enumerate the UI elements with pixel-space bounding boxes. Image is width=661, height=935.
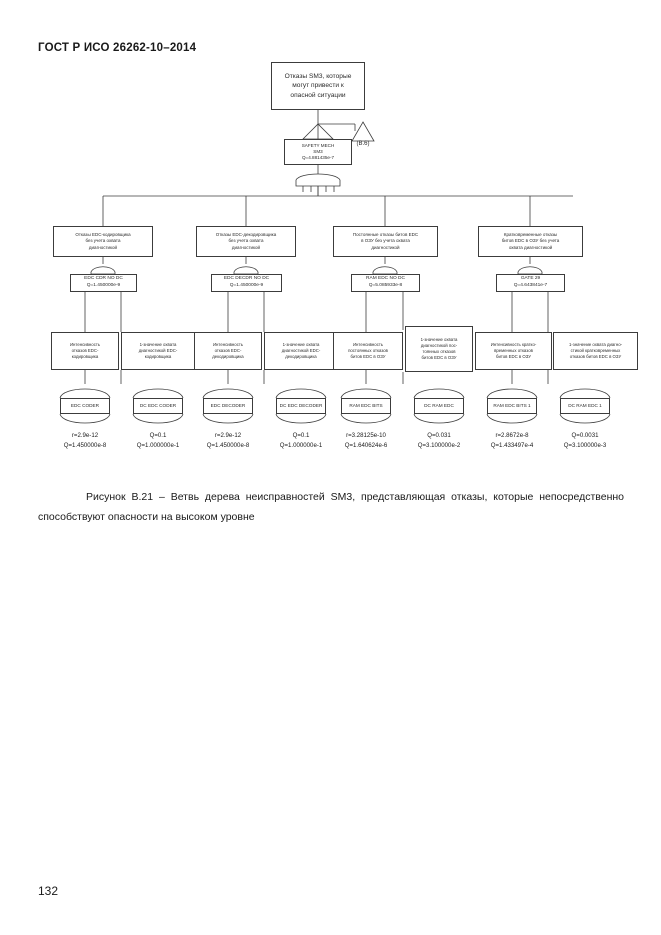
basic-event-2: DC EDC CODER [133,398,183,414]
q-value-6: Q=3.100000e-2 [417,441,461,449]
basic-event-4: DC EDC DECODER [276,398,326,414]
basic-event-value-1: r=2.9e-12 Q=1.450000e-8 [45,431,125,450]
basic-event-3: EDC DECODER [203,398,253,414]
q-value-5: Q=1.640624e-6 [344,441,388,449]
description-box-3: Интенсивность отказов EDC- декодировщика [194,332,262,370]
description-box-6: 1-значение охвата диагностикой пос- тоян… [405,326,473,372]
basic-event-6: DC RAM EDC [414,398,464,414]
rate-value-4: Q=0.1 [292,432,310,439]
intermediate-event-box-2: Отказы EDC-декодировщика без учета охват… [196,226,296,257]
description-box-5: Интенсивность постоянных отказов битов E… [333,332,403,370]
rate-value-6: Q=0.031 [427,432,451,439]
basic-event-value-7: r=2.8672e-8 Q=1.433497e-4 [472,431,552,450]
basic-event-7: RAM EDC BITS 1 [487,398,537,414]
figure-caption-line-1: Рисунок В.21 – Ветвь дерева неисправност… [86,491,488,503]
sub-gate-box-1: EDC CDR NO DC Q=1.450000e-9 [70,274,137,292]
description-box-8: 1-значение охвата диагно- стикой кратков… [553,332,638,370]
basic-event-value-3: r=2.9e-12 Q=1.450000e-8 [188,431,268,450]
intermediate-event-box-3: Постоянные отказы битов EDC в ОЗУ без уч… [333,226,438,257]
description-box-1: Интенсивность отказов EDC- кодировщика [51,332,119,370]
basic-event-8: DC RAM EDC 1 [560,398,610,414]
rate-value-1: r=2.9e-12 [71,432,99,439]
top-event-box: Отказы SM3, которые могут привести к опа… [271,62,365,110]
basic-event-value-8: Q=0.0031 Q=3.100000e-3 [545,431,625,450]
basic-event-value-6: Q=0.031 Q=3.100000e-2 [399,431,479,450]
intermediate-event-box-4: Кратковременные отказы битов EDC в ОЗУ б… [478,226,583,257]
description-box-4: 1-значение охвата диагностикой EDC- деко… [264,332,338,370]
basic-event-value-2: Q=0.1 Q=1.000000e-1 [118,431,198,450]
main-gate-box: SAFETY MECH SM3 Q=4.881435e-7 [284,139,352,165]
standard-header: ГОСТ Р ИСО 26262-10–2014 [38,42,197,54]
q-value-3: Q=1.450000e-8 [206,441,250,449]
fault-tree-diagram: Отказы SM3, которые могут привести к опа… [45,62,638,450]
transfer-triangle-label: (В.6) [356,141,370,147]
sub-gate-box-3: RAM EDC NO DC Q=5.085933e-8 [351,274,420,292]
sub-gate-box-4: GATE 29 Q=4.643841e-7 [496,274,565,292]
figure-caption-line-2: которые непосредственно способствуют опа… [38,491,625,523]
sub-gate-box-2: EDC DECDR NO DC Q=1.450000e-9 [211,274,282,292]
page-number: 132 [38,884,59,898]
basic-event-value-5: r=3.28125e-10 Q=1.640624e-6 [326,431,406,450]
basic-event-value-4: Q=0.1 Q=1.000000e-1 [261,431,341,450]
q-value-4: Q=1.000000e-1 [279,441,323,449]
description-box-2: 1-значение охвата диагностикой EDC- коди… [121,332,195,370]
basic-event-5: RAM EDC BITS [341,398,391,414]
basic-event-1: EDC CODER [60,398,110,414]
rate-value-5: r=3.28125e-10 [346,432,386,439]
q-value-7: Q=1.433497e-4 [490,441,534,449]
rate-value-8: Q=0.0031 [571,432,599,439]
intermediate-event-box-1: Отказы EDC-кодировщика без учета охвата … [53,226,153,257]
rate-value-2: Q=0.1 [149,432,167,439]
q-value-2: Q=1.000000e-1 [136,441,180,449]
rate-value-3: r=2.9e-12 [214,432,242,439]
q-value-1: Q=1.450000e-8 [63,441,107,449]
description-box-7: Интенсивность кратко- временных отказов … [475,332,552,370]
figure-caption: Рисунок В.21 – Ветвь дерева неисправност… [38,487,624,527]
q-value-8: Q=3.100000e-3 [563,441,607,449]
rate-value-7: r=2.8672e-8 [495,432,529,439]
